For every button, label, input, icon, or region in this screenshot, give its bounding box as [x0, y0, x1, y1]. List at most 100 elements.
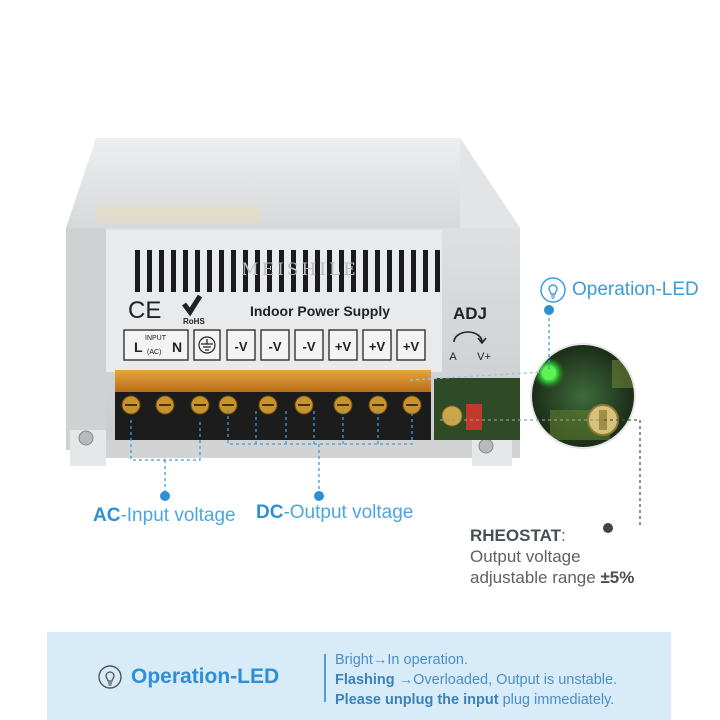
terminal-label-box: [328, 329, 358, 361]
vent-slot: [219, 250, 224, 292]
ground-icon: [198, 336, 216, 354]
vent-slot: [255, 250, 260, 292]
vent-slot: [291, 250, 296, 292]
terminal-labels: -V -V -V +V +V +V: [226, 329, 426, 361]
rohs-mark: RoHS: [183, 317, 205, 326]
vent-slot: [363, 250, 368, 292]
mount-screw-right: [478, 438, 494, 454]
legend-line2-rest: →Overloaded, Output is unstable.: [394, 672, 618, 688]
vent-slot: [207, 250, 212, 292]
adj-vplus-label: V+: [477, 351, 491, 363]
operation-led-callout: Operation-LED: [540, 277, 699, 303]
adj-a-label: A: [449, 351, 457, 363]
vent-slot: [315, 250, 320, 292]
potentiometer: [441, 405, 463, 427]
input-sub: (AC): [147, 349, 161, 356]
vent-slot: [231, 250, 236, 292]
chassis-top: [66, 138, 520, 228]
vent-slot: [267, 250, 272, 292]
terminal-label-box: [294, 329, 324, 361]
vent-slots: [135, 250, 440, 292]
vent-slot: [387, 250, 392, 292]
legend-description: Bright→In operation. Flashing →Overloade…: [335, 650, 617, 710]
dc-output-callout: DC-Output voltage: [256, 502, 413, 524]
adj-label: ADJ: [453, 304, 487, 323]
legend-title: Operation-LED: [97, 664, 279, 690]
ground-box: [193, 329, 221, 361]
legend-divider: [324, 654, 326, 702]
rheostat-callout: RHEOSTAT: Output voltage adjustable rang…: [470, 525, 634, 588]
adj-arrow-icon: [453, 331, 483, 343]
vent-slot: [411, 250, 416, 292]
ce-mark: CE: [128, 297, 161, 324]
vent-slot: [375, 250, 380, 292]
legend-line3-rest: plug immediately.: [498, 692, 615, 708]
vent-slot: [147, 250, 152, 292]
legend-title-text: Operation-LED: [131, 665, 280, 688]
dc-strong: DC: [256, 502, 284, 523]
vent-slot: [339, 250, 344, 292]
input-N: N: [172, 339, 182, 355]
ac-rest: -Input voltage: [120, 505, 236, 526]
vent-slot: [183, 250, 188, 292]
legend-line2-bold: Flashing: [335, 672, 395, 688]
legend-line1: Bright→In operation.: [335, 652, 468, 668]
vent-slot: [159, 250, 164, 292]
callout-lines: [130, 312, 641, 528]
vent-slot: [303, 250, 308, 292]
rheostat-colon: :: [560, 526, 566, 545]
rohs-check-icon: [182, 294, 203, 317]
rheostat-line1: Output voltage: [470, 547, 581, 566]
terminal-label: -V: [235, 339, 248, 354]
terminal-label-box: [260, 329, 290, 361]
ground-icon-lines: [201, 339, 213, 351]
chassis-left-flange: [66, 228, 106, 450]
dc-dot: [314, 491, 324, 501]
input-L: L: [134, 339, 143, 355]
terminal-label-box: [362, 329, 392, 361]
terminal-label: -V: [269, 339, 282, 354]
operation-led-label: Operation-LED: [572, 279, 699, 300]
ac-input-callout: AC-Input voltage: [93, 505, 236, 527]
panel-title: Indoor Power Supply: [250, 303, 390, 319]
vent-slot: [243, 250, 248, 292]
vent-slot: [171, 250, 176, 292]
terminal-label: +V: [335, 339, 352, 354]
lightbulb-icon: [540, 277, 566, 303]
ac-dot: [160, 491, 170, 501]
vent-slot: [135, 250, 140, 292]
capacitor: [466, 404, 482, 430]
vent-slot: [423, 250, 428, 292]
label-sticker: [96, 206, 260, 222]
terminal-label-box: [226, 329, 256, 361]
terminal-screws: [121, 395, 422, 415]
legend-line3-bold: Please unplug the input: [335, 692, 499, 708]
zoom-detail: [531, 344, 635, 448]
mount-screw-left: [78, 430, 94, 446]
terminal-cover: [115, 370, 431, 392]
adj-arrow-head: [477, 337, 487, 345]
terminal-label: +V: [369, 339, 386, 354]
terminal-label: -V: [303, 339, 316, 354]
led-dot: [544, 305, 554, 315]
terminal-label-box: [396, 329, 426, 361]
chassis-base: [100, 440, 520, 458]
watermark: MEISHILE: [241, 260, 358, 280]
lightbulb-icon: [98, 665, 122, 689]
rheostat-dot: [603, 523, 613, 533]
ac-strong: AC: [93, 505, 121, 526]
vent-slot: [435, 250, 440, 292]
vent-slot: [279, 250, 284, 292]
vent-slot: [351, 250, 356, 292]
rheostat-pct: ±5%: [600, 568, 635, 587]
dc-rest: -Output voltage: [283, 502, 414, 523]
input-box: [123, 329, 189, 361]
terminal-label: +V: [403, 339, 420, 354]
rheostat-line2: adjustable range: [470, 568, 601, 587]
zoom-ring: [530, 343, 636, 449]
input-top: INPUT: [145, 335, 167, 342]
rheostat-title: RHEOSTAT: [470, 526, 561, 545]
vent-slot: [399, 250, 404, 292]
vent-slot: [195, 250, 200, 292]
